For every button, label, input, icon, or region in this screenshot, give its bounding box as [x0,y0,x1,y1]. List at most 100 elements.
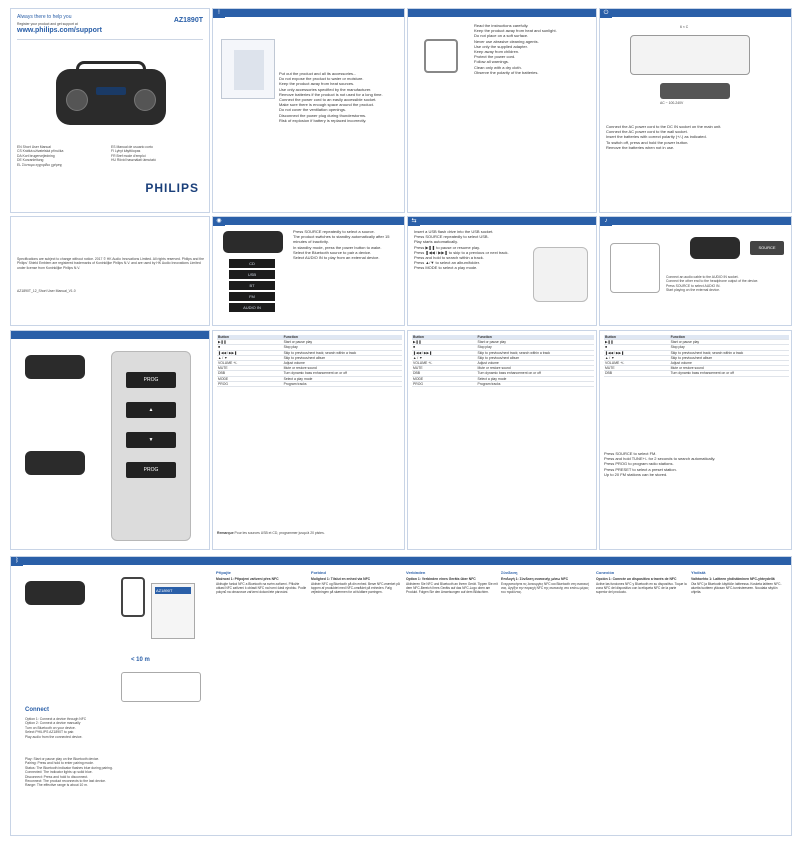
tagline: Always there to help you [17,14,72,20]
safety-item: Observe the polarity of the batteries. [474,69,539,75]
col-subtitle: Option 1: Verbinden eines Geräts über NF… [406,577,476,582]
remote-panel: PROG ▲ ▼ PROG [10,330,210,550]
table-cell: Program tracks [477,381,501,386]
table-cell: ▲ / ▼ [218,355,228,360]
table-cell: ■ [605,345,608,350]
connect-title: Connect [25,707,49,713]
table-header-function: Function [283,335,298,339]
lang-col-el: Σύνδεση Επιλογή 1: Σύνδεση συσκευής μέσω… [501,569,593,594]
table-cell: Start or pause play [283,340,313,345]
table-cell: MUTE [605,366,615,371]
power-item: To switch off, press and hold the power … [606,139,689,145]
connect-step: Turn on Bluetooth on your device. [25,725,76,730]
radio-item: Press PRESET to select a preset station. [604,466,677,472]
prog-key[interactable]: PROG [126,372,176,388]
warning-icon: ! [213,9,225,18]
down-key[interactable]: ▼ [126,432,176,448]
table-cell: MUTE [413,366,423,371]
bluetooth-section: ᛒ AZ1890T < 10 m Connect Option 1: Conne… [10,556,792,836]
col-body: Ota NFC ja Bluetooth käyttöön laitteessa… [691,582,782,595]
table-cell: ■ [413,345,416,350]
prog-key-2[interactable]: PROG [126,462,176,478]
usb-illustration [533,247,588,302]
bt-legend: Play: Start or pause play on the Bluetoo… [25,757,205,788]
source-icon: ◉ [213,217,225,226]
unit-image-small [690,237,740,259]
table-cell: Mute or restore sound [283,366,317,371]
lang-el: EL Σύντομο εγχειρίδιο χρήσης [17,162,63,167]
table-cell: Select a play mode [283,376,313,381]
language-list-right: ES Manual de usuario corto FI Lyhyt käyt… [111,145,206,163]
table-header-button: Button [218,335,229,339]
music-app-image [121,672,201,702]
table-cell: Select a play mode [477,376,507,381]
col-subtitle: Vaihtoehto 1: Laitteen yhdistäminen NFC-… [691,577,775,582]
adapter-image [660,83,730,99]
cover-panel: Always there to help you Register your p… [10,8,210,213]
sources-list: Press SOURCE repeatedly to select a sour… [293,229,401,260]
lang-hu: HU Rövid használati útmutató [111,158,156,163]
col-title: Forbind [311,570,326,575]
product-image [56,61,166,125]
table-cell: PROG [413,381,423,386]
table-cell: Skip to previous/next album [477,355,520,360]
warning-item: Use only accessories specified by the ma… [279,86,372,92]
lang-da: DA Kort brugervejledning [17,153,55,158]
safety-item: Keep the product away from heat and sunl… [474,28,557,34]
bt-legend-item: Pairing: Press and hold to enter pairing… [25,761,94,766]
col-title: Yhdistä [691,570,706,575]
table-cell: MODE [218,376,229,381]
warning-item: Make sure there is enough space around t… [279,102,374,108]
warning-item: Disconnect the power plug during thunder… [279,112,367,118]
lang-col-cs: Připojte Možnost 1: Připojení zařízení p… [216,569,308,594]
connect-step: Select PHILIPS AZ1890T to pair. [25,730,75,735]
usb-item: Play starts automatically. [414,239,458,245]
usb-icon: ⇆ [408,217,420,226]
usb-item: Press ▶❚❚ to pause or resume play. [414,244,480,250]
col-title: Připojte [216,570,231,575]
model-number: AZ1890T [173,17,203,24]
col-body: Aktivér NFC og Bluetooth på din enhed. B… [311,582,400,595]
power-item: Insert the batteries with correct polari… [606,134,707,140]
col-body: Ενεργοποιήστε τις λειτουργίες NFC και Bl… [501,582,589,595]
table-cell: PROG [218,381,228,386]
warning-item: Do not cover the ventilation openings. [279,107,346,113]
table-header-function: Function [670,335,685,339]
support-url[interactable]: www.philips.com/support [17,27,102,34]
usb-panel: ⇆ Insert a USB flash drive into the USB … [407,216,597,326]
source-button[interactable]: SOURCE [750,241,784,255]
mode-fm: FM [229,292,275,301]
register-text: Register your product and get support at [17,22,78,26]
table-cell: Stop play [670,345,685,350]
table-cell: Skip to previous/next track; search with… [283,350,357,355]
lang-col-es: Conexión Opción 1: Conecte un dispositiv… [596,569,688,594]
unit-image-source [25,451,85,475]
radio-list: Press SOURCE to select FM. Press and hol… [604,451,789,477]
pairing-screen: AZ1890T [151,583,195,639]
lang-es: ES Manual de usuario corto [111,145,153,149]
warning-item: Put out the product and all its accessor… [279,71,357,76]
source-item: Select the Bluetooth source to pair a de… [293,249,372,255]
connect-step: Option 1: Connect a device through NFC [25,717,87,721]
source-item: Select AUDIO IN to play from an external… [293,255,380,261]
source-item: The product switches to standby automati… [293,234,390,245]
table-header-button: Button [605,335,616,339]
col-subtitle: Opción 1: Conecte un dispositivo a travé… [596,577,677,582]
up-key[interactable]: ▲ [126,402,176,418]
battery-compartment-image [630,35,750,75]
note-label: Remarque [217,531,234,535]
warning-panel: ! Put out the product and all its access… [212,8,405,213]
warning-item: Keep the product away from heat sources. [279,81,355,87]
radio-item: Up to 20 FM stations can be stored. [604,471,668,477]
safety-item: Read the instructions carefully. [474,23,529,28]
lang-fr: FR Bref mode d'emploi [111,153,146,158]
lang-en: EN Short User Manual [17,145,51,149]
connect-step: Play audio from the connected device. [25,734,83,739]
usb-item: Press ❚◀◀ / ▶▶❚ to skip to a previous or… [414,249,509,255]
table-cell: ❚◀◀ / ▶▶❚ [605,350,624,355]
unit-image-bt [25,581,85,605]
